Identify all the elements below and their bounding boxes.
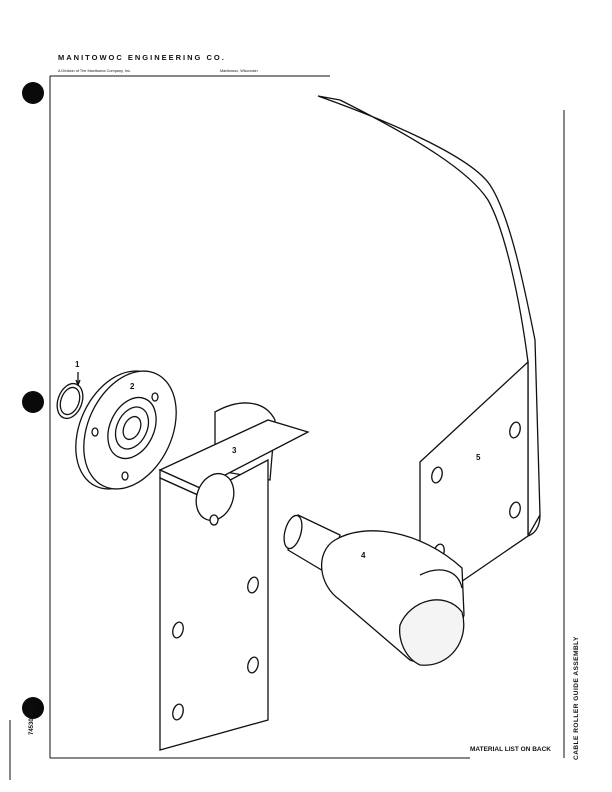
part-label-5: 5 (476, 453, 481, 462)
binder-hole-bottom (22, 697, 44, 719)
binder-hole-middle (22, 391, 44, 413)
part-label-1: 1 (75, 360, 80, 369)
drawing-title: CABLE ROLLER GUIDE ASSEMBLY (573, 636, 580, 760)
material-note: MATERIAL LIST ON BACK (470, 746, 552, 753)
part-4-roller (283, 514, 465, 666)
part-1-retaining-ring (56, 372, 84, 420)
part-3-plate (158, 402, 310, 751)
division-text: A Division of The Manitowoc Company, Inc… (58, 69, 131, 73)
part-label-2: 2 (130, 382, 135, 391)
location-text: Manitowoc, Wisconsin (220, 69, 258, 73)
company-name: MANITOWOC ENGINEERING CO. (58, 53, 226, 62)
part-2-bearing-flange (75, 370, 177, 490)
binder-hole-top (22, 82, 44, 104)
part-label-4: 4 (361, 551, 366, 560)
document-number: 745306A1 (29, 707, 35, 735)
drawing-frame (9, 75, 565, 780)
part-label-3: 3 (232, 446, 237, 455)
